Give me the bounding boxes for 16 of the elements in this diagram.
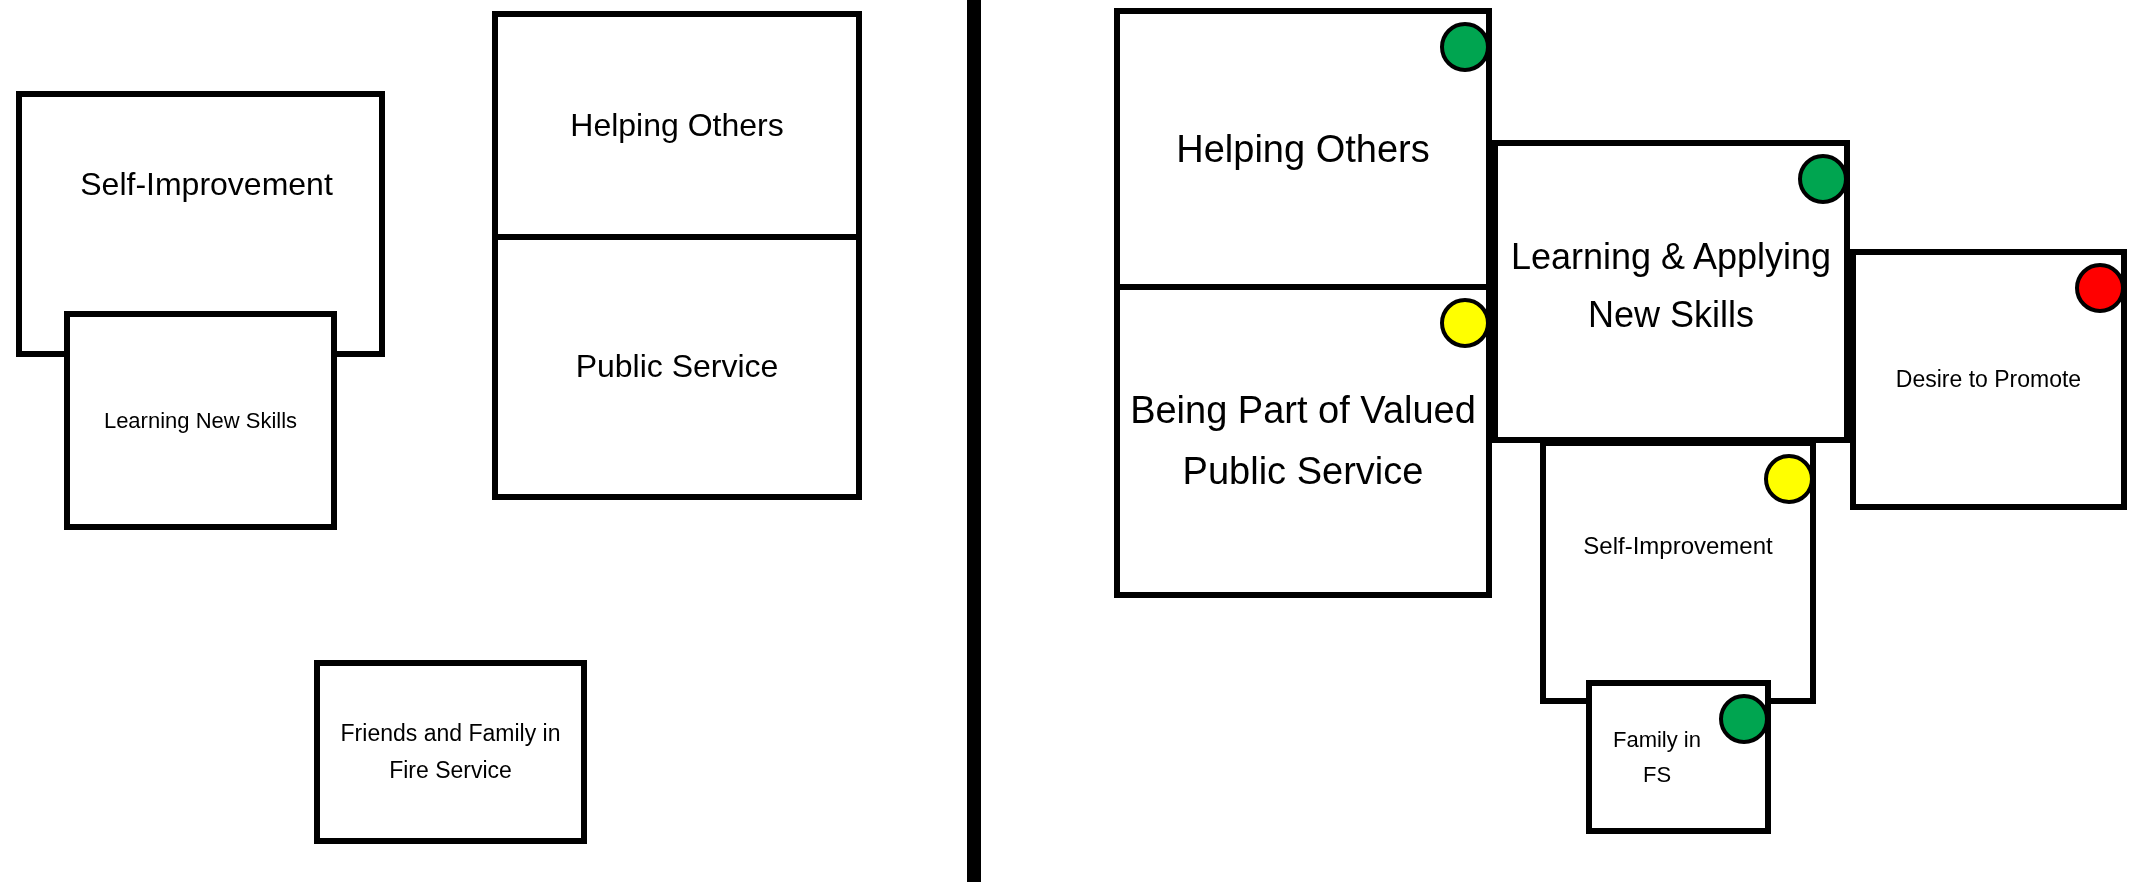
box-label: Learning New Skills (102, 406, 299, 435)
text-box (1540, 440, 1816, 704)
box-label: Self-Improvement (1583, 530, 1773, 561)
text-box (1850, 249, 2127, 510)
box-label: Public Service (574, 347, 780, 387)
box-label: Friends and Family in Fire Service (339, 719, 562, 785)
text-box (314, 660, 587, 844)
box-label: Being Part of Valued Public Service (1129, 388, 1477, 494)
box-label: Family in FS (1612, 725, 1702, 789)
text-box (1586, 680, 1771, 834)
box-label: Helping Others (569, 105, 785, 145)
box-label: Self-Improvement (80, 164, 333, 204)
box-label: Desire to Promote (1894, 365, 2083, 395)
text-box (64, 311, 337, 530)
box-label: Learning & Applying New Skills (1509, 235, 1833, 337)
box-label: Helping Others (1175, 126, 1431, 172)
